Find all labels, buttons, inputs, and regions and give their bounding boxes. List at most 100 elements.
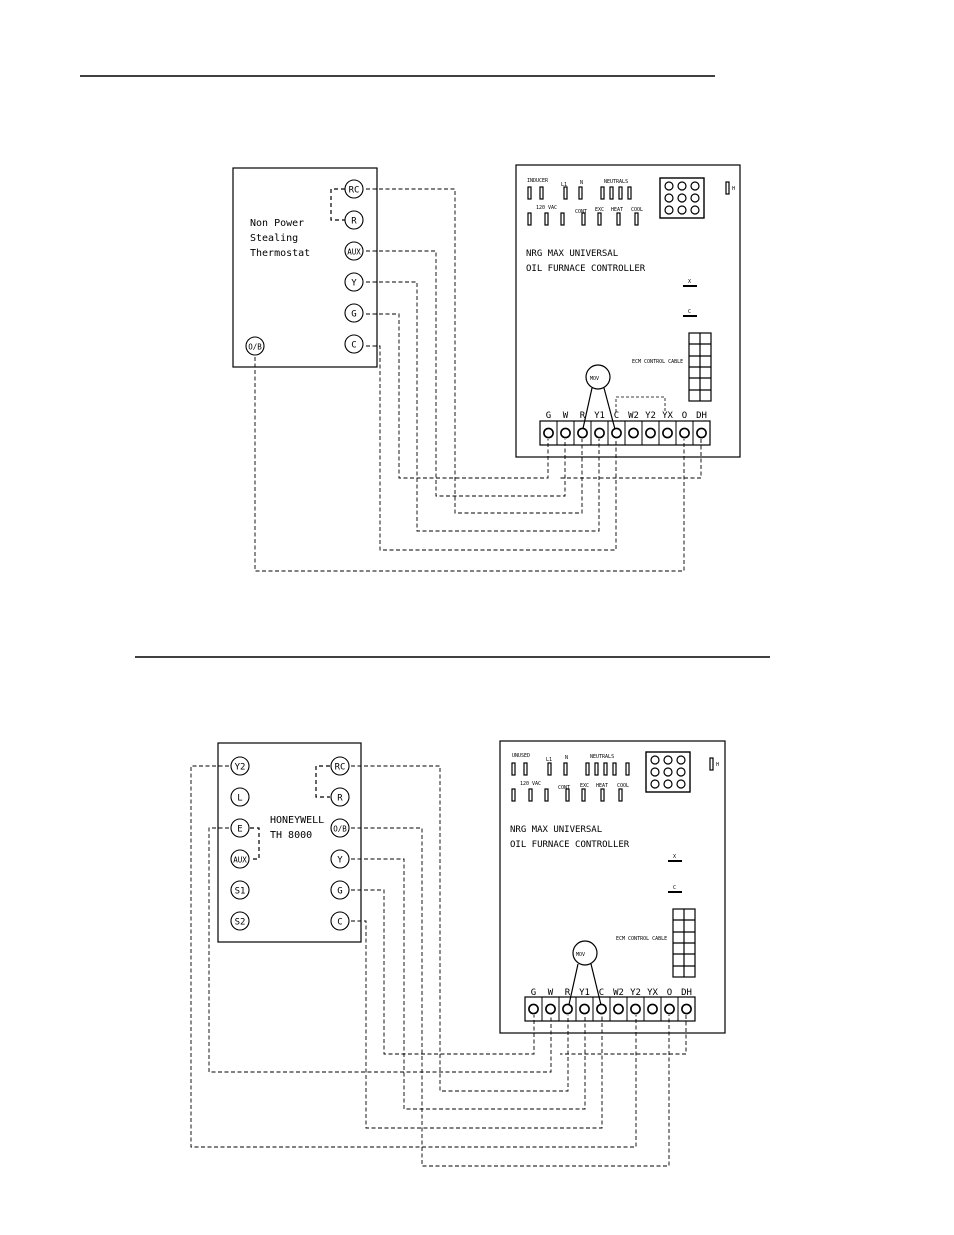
thermostat-2-left-terminal-label: Y2 <box>235 763 246 773</box>
thermostat-2-right-terminal-rc <box>330 756 350 776</box>
thermostat-2-right-terminal-label: RC <box>335 763 346 773</box>
controller-2-screw-yx <box>647 1003 658 1015</box>
controller-1-screw-yx <box>662 427 673 439</box>
thermostat-1-terminal-label: AUX <box>347 248 361 257</box>
thermostat-1-terminal-g <box>344 303 364 323</box>
thermostat-title-line-3: Thermostat <box>250 248 310 259</box>
board-label-cont: CONT <box>558 785 570 791</box>
controller-2-strip-label: R <box>565 988 571 998</box>
thermostat-2-left-terminal-label: AUX <box>233 856 247 865</box>
thermostat-title-line-1: HONEYWELL <box>270 815 324 826</box>
controller-1-screw-g <box>543 427 554 439</box>
mov-1 <box>585 364 611 390</box>
controller-1-strip-label: Y1 <box>594 411 605 421</box>
mov-label: MOV <box>576 952 585 958</box>
controller-1-strip-label: Y2 <box>645 411 656 421</box>
controller-1-screw-w2 <box>628 427 639 439</box>
controller-1-strip-label: YX <box>662 411 673 421</box>
board-label-h: H <box>732 186 735 192</box>
board-label-c: C <box>688 309 691 315</box>
controller-2-strip-label: Y1 <box>579 988 590 998</box>
controller-1-screw-o <box>679 427 690 439</box>
thermostat-2-left-terminal-e <box>230 818 250 838</box>
board-label-l1: L1 <box>546 757 552 763</box>
controller-1-screw-dh <box>696 427 707 439</box>
board-label-cool: COOL <box>631 207 643 213</box>
diagram-1-wire <box>366 250 566 497</box>
diagram-1-wire <box>560 439 702 479</box>
thermostat-1-terminal-label: C <box>351 341 356 351</box>
jumper-block-2 <box>645 751 691 793</box>
thermostat-1-terminal-aux <box>344 241 364 261</box>
controller-1-screw-c <box>611 427 622 439</box>
controller-1-screw-w <box>560 427 571 439</box>
board-label-h: H <box>716 762 719 768</box>
diagram-2-wire <box>351 889 535 1055</box>
thermostat-title-line-2: Stealing <box>250 233 298 244</box>
thermostat-box-1 <box>232 167 378 368</box>
thermostat-title-line-1: Non Power <box>250 218 304 229</box>
controller-1-screw-y1 <box>594 427 605 439</box>
thermostat-2-left-terminal-s1 <box>230 880 250 900</box>
controller-title-line-2: OIL FURNACE CONTROLLER <box>510 840 630 850</box>
thermostat-title-line-2: TH 8000 <box>270 830 312 841</box>
board-label-cool: COOL <box>617 783 629 789</box>
controller-2-strip-label: YX <box>647 988 658 998</box>
controller-title-line-1: NRG MAX UNIVERSAL <box>510 825 602 835</box>
thermostat-1-terminal-label: G <box>351 310 356 320</box>
thermostat-2-right-terminal-r <box>330 787 350 807</box>
board-label-x: X <box>688 279 691 285</box>
controller-board-2 <box>499 740 726 1034</box>
thermostat-2-right-terminal-label: G <box>337 887 342 897</box>
thermostat-1-terminal-c <box>344 334 364 354</box>
board-label-n: N <box>580 180 583 186</box>
controller-2-strip-label: W2 <box>613 988 624 998</box>
thermostat-2-right-terminal-c <box>330 911 350 931</box>
thermostat-2-right-terminal-o-b <box>330 818 350 838</box>
thermostat-1-terminal-label: RC <box>349 186 360 196</box>
controller-1-strip-label: O <box>682 411 687 421</box>
mov-label: MOV <box>590 376 599 382</box>
thermostat-2-left-terminal-label: S2 <box>235 918 246 928</box>
controller-1-strip-label: W <box>563 411 569 421</box>
diagram-2-wire <box>560 1015 687 1055</box>
controller-1-strip-label: C <box>614 411 619 421</box>
controller-2-screw-y2 <box>630 1003 641 1015</box>
board-label-x: X <box>673 854 676 860</box>
controller-2-strip-label: O <box>667 988 672 998</box>
diagram-1-wire <box>366 313 549 479</box>
diagram-2-wire <box>351 765 569 1092</box>
thermostat-1-terminal-label: R <box>351 217 357 227</box>
jumper-block-1 <box>659 177 705 219</box>
thermostat-1-terminal-y <box>344 272 364 292</box>
thermostat-2-right-terminal-label: R <box>337 794 343 804</box>
controller-2-screw-y1 <box>579 1003 590 1015</box>
controller-2-screw-dh <box>681 1003 692 1015</box>
controller-2-screw-w <box>545 1003 556 1015</box>
board-label-neutrals: NEUTRALS <box>590 754 614 760</box>
controller-1-strip-label: W2 <box>628 411 639 421</box>
thermostat-2-left-terminal-label: S1 <box>235 887 246 897</box>
diagram-2-wire <box>351 920 603 1129</box>
controller-2-strip-label: Y2 <box>630 988 641 998</box>
controller-title-line-1: NRG MAX UNIVERSAL <box>526 249 618 259</box>
diagram-2-wire <box>190 765 637 1148</box>
board-label-120vac: 120 VAC <box>520 781 541 787</box>
board-label-cont: CONT <box>575 209 587 215</box>
diagram-1-wire <box>366 188 583 514</box>
thermostat-2-right-terminal-label: Y <box>337 856 343 866</box>
thermostat-1-terminal-label: Y <box>351 279 357 289</box>
ecm-cable-label: ECM CONTROL CABLE <box>632 359 683 365</box>
diagram-1-wire <box>366 281 600 532</box>
board-label-120vac: 120 VAC <box>536 205 557 211</box>
controller-1-strip-label: R <box>580 411 586 421</box>
board-label-unused: UNUSED <box>512 753 530 759</box>
thermostat-box-2 <box>217 742 362 943</box>
controller-title-line-2: OIL FURNACE CONTROLLER <box>526 264 646 274</box>
ecm-cable-label: ECM CONTROL CABLE <box>616 936 667 942</box>
controller-1-strip-label: DH <box>696 411 707 421</box>
diagram-2-wire <box>351 858 586 1110</box>
diagram-2-wire <box>208 827 552 1073</box>
board-label-neutrals: NEUTRALS <box>604 179 628 185</box>
board-label-heat: HEAT <box>596 783 608 789</box>
